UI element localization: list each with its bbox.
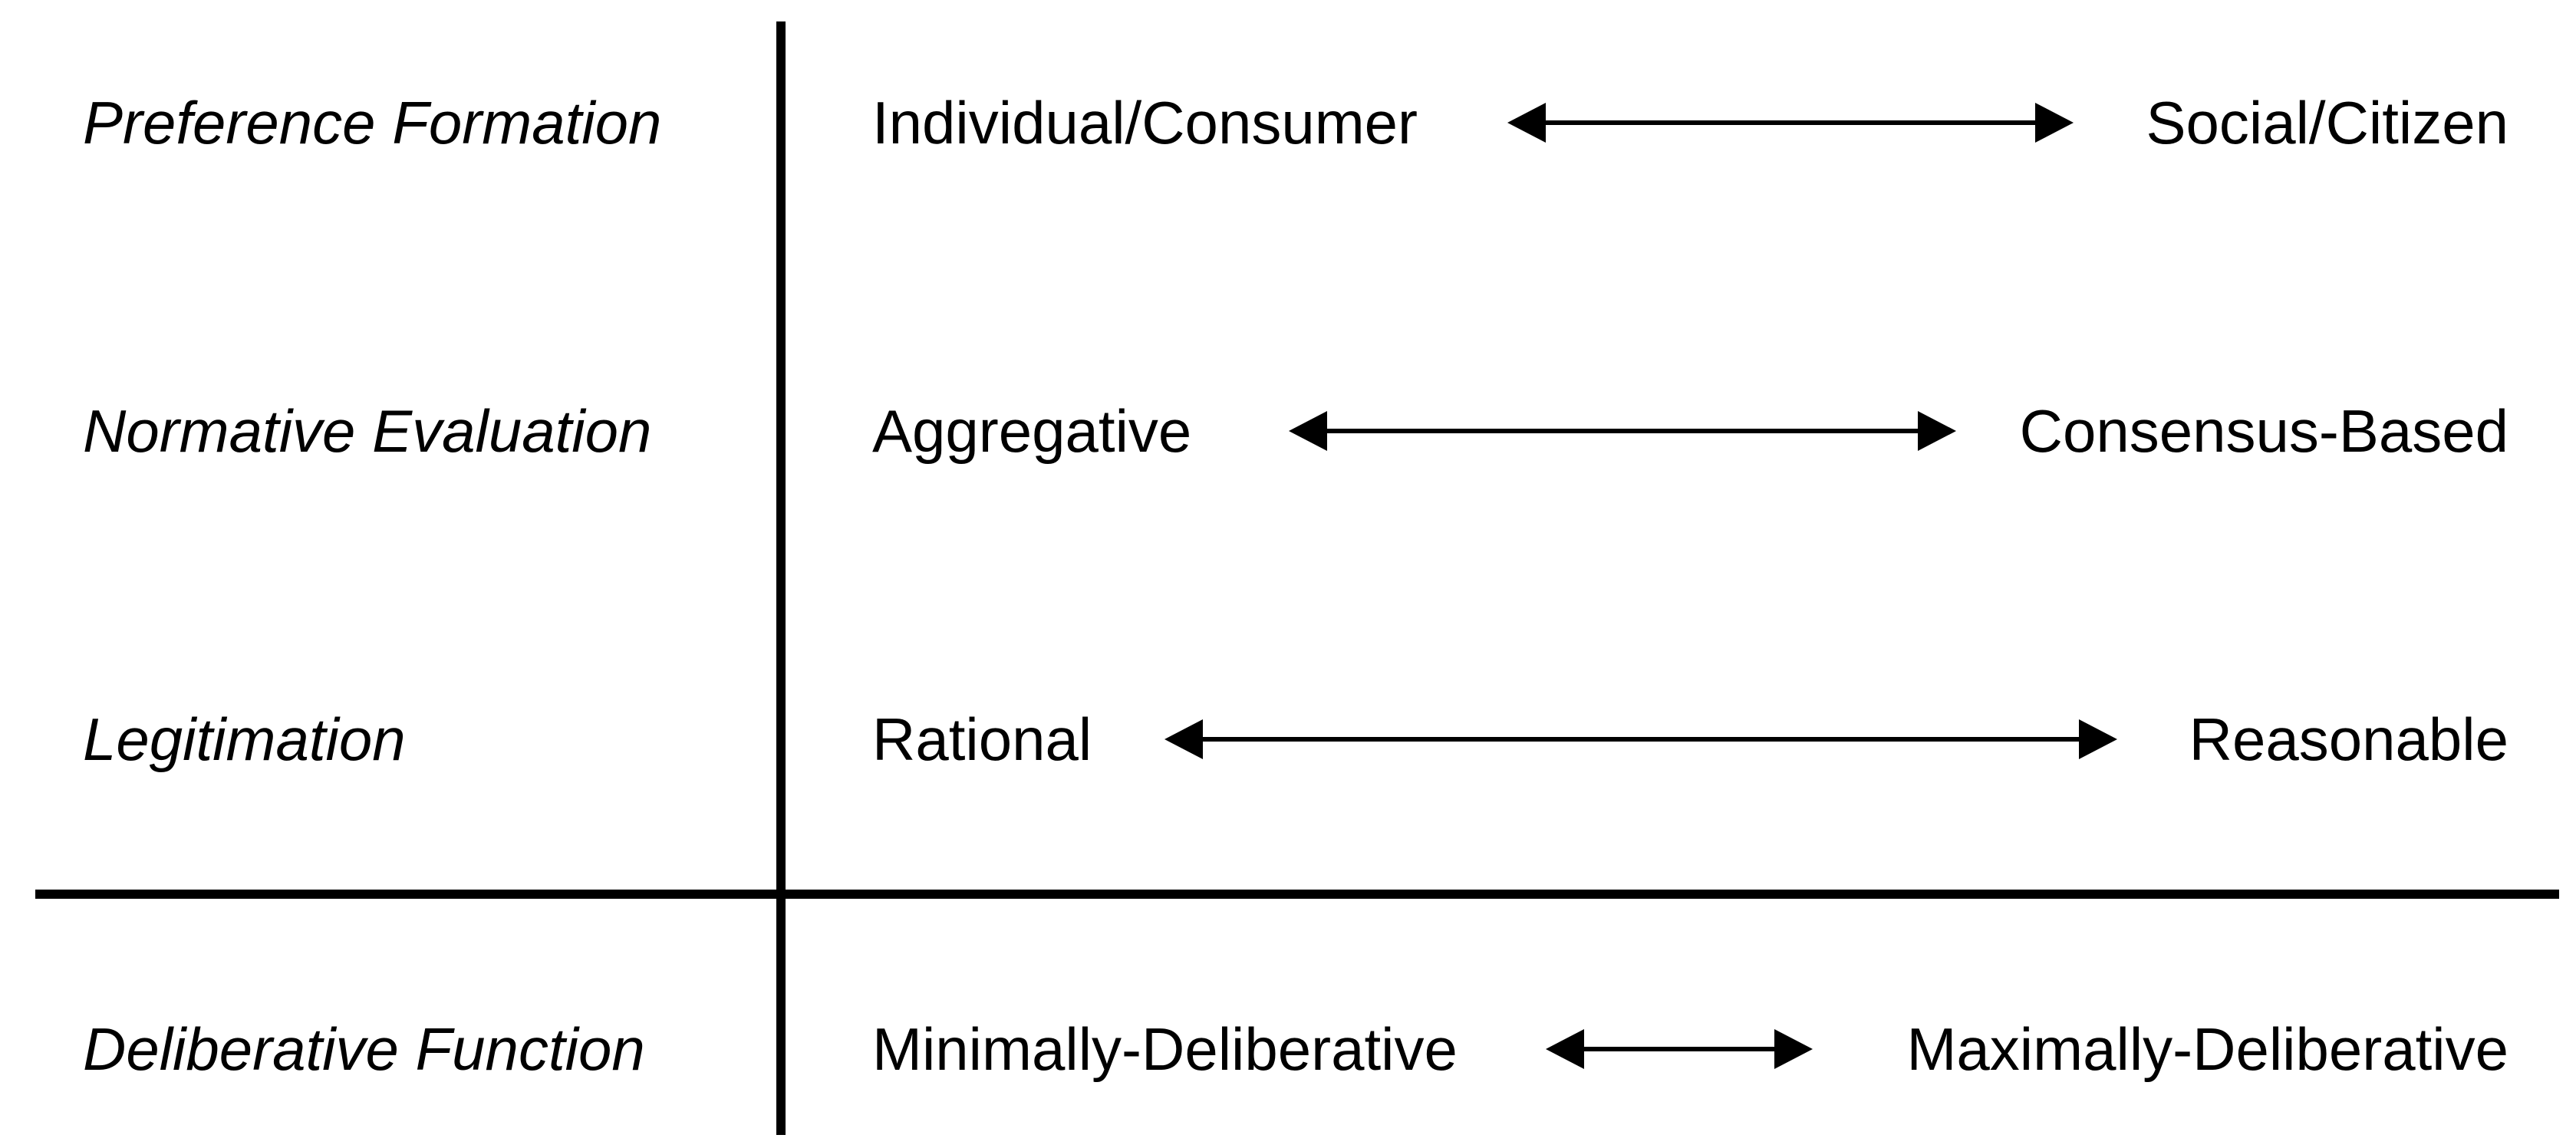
pole-right-reasonable: Reasonable bbox=[2189, 706, 2508, 773]
pole-left-rational: Rational bbox=[872, 706, 1092, 773]
vertical-divider bbox=[776, 21, 786, 1135]
pole-right-maximally-deliberative: Maximally-Deliberative bbox=[1906, 1015, 2508, 1083]
double-arrow-normative-evaluation bbox=[1289, 408, 1956, 454]
double-arrow-deliberative-function bbox=[1546, 1026, 1813, 1072]
dimension-label-deliberative-function: Deliberative Function bbox=[83, 1015, 645, 1083]
pole-left-individual-consumer: Individual/Consumer bbox=[872, 89, 1418, 156]
pole-left-minimally-deliberative: Minimally-Deliberative bbox=[872, 1015, 1458, 1083]
pole-left-aggregative: Aggregative bbox=[872, 397, 1192, 465]
pole-right-social-citizen: Social/Citizen bbox=[2146, 89, 2508, 156]
pole-right-consensus-based: Consensus-Based bbox=[2019, 397, 2508, 465]
double-arrow-preference-formation bbox=[1507, 100, 2074, 146]
dimension-label-normative-evaluation: Normative Evaluation bbox=[83, 397, 652, 465]
double-arrow-legitimation bbox=[1164, 716, 2117, 762]
horizontal-divider bbox=[35, 890, 2559, 899]
dimension-label-preference-formation: Preference Formation bbox=[83, 89, 662, 156]
dimension-label-legitimation: Legitimation bbox=[83, 706, 406, 773]
